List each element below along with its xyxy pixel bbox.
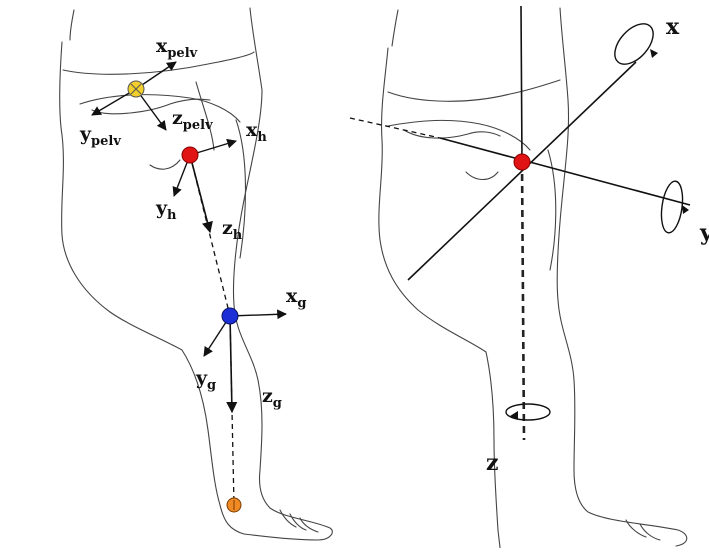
left-leg-outline bbox=[60, 8, 333, 540]
hip-joint-marker bbox=[182, 147, 198, 163]
right-leg-outline bbox=[379, 8, 687, 548]
label-y: y bbox=[699, 220, 709, 246]
right-hip-joint-marker bbox=[514, 154, 530, 170]
label-y-pelv: ypelv bbox=[79, 123, 121, 149]
left-panel: xpelv ypelv zpelv xh yh zh xg yg zg bbox=[60, 8, 333, 540]
y-axis-line bbox=[440, 138, 690, 205]
label-x-pelv: xpelv bbox=[156, 35, 198, 61]
label-y-h: yh bbox=[155, 197, 177, 223]
label-x-g: xg bbox=[286, 285, 306, 311]
label-z-g: zg bbox=[262, 385, 282, 411]
pelvis-frame bbox=[92, 62, 176, 130]
y-rotation-icon bbox=[658, 180, 689, 234]
vertical-axis-upper bbox=[521, 6, 522, 162]
label-z: z bbox=[486, 450, 499, 476]
z-axis-dashed bbox=[522, 162, 524, 440]
ankle-frame bbox=[227, 498, 241, 512]
z-g-arrow bbox=[230, 316, 232, 412]
label-y-g: yg bbox=[195, 367, 216, 393]
label-z-pelv: zpelv bbox=[172, 107, 213, 133]
right-panel: x y z bbox=[350, 6, 709, 548]
z-rotation-icon bbox=[506, 404, 550, 420]
label-x: x bbox=[666, 14, 680, 40]
knee-joint-marker bbox=[222, 308, 238, 324]
z-h-arrow bbox=[190, 155, 210, 232]
label-x-h: xh bbox=[246, 119, 267, 145]
